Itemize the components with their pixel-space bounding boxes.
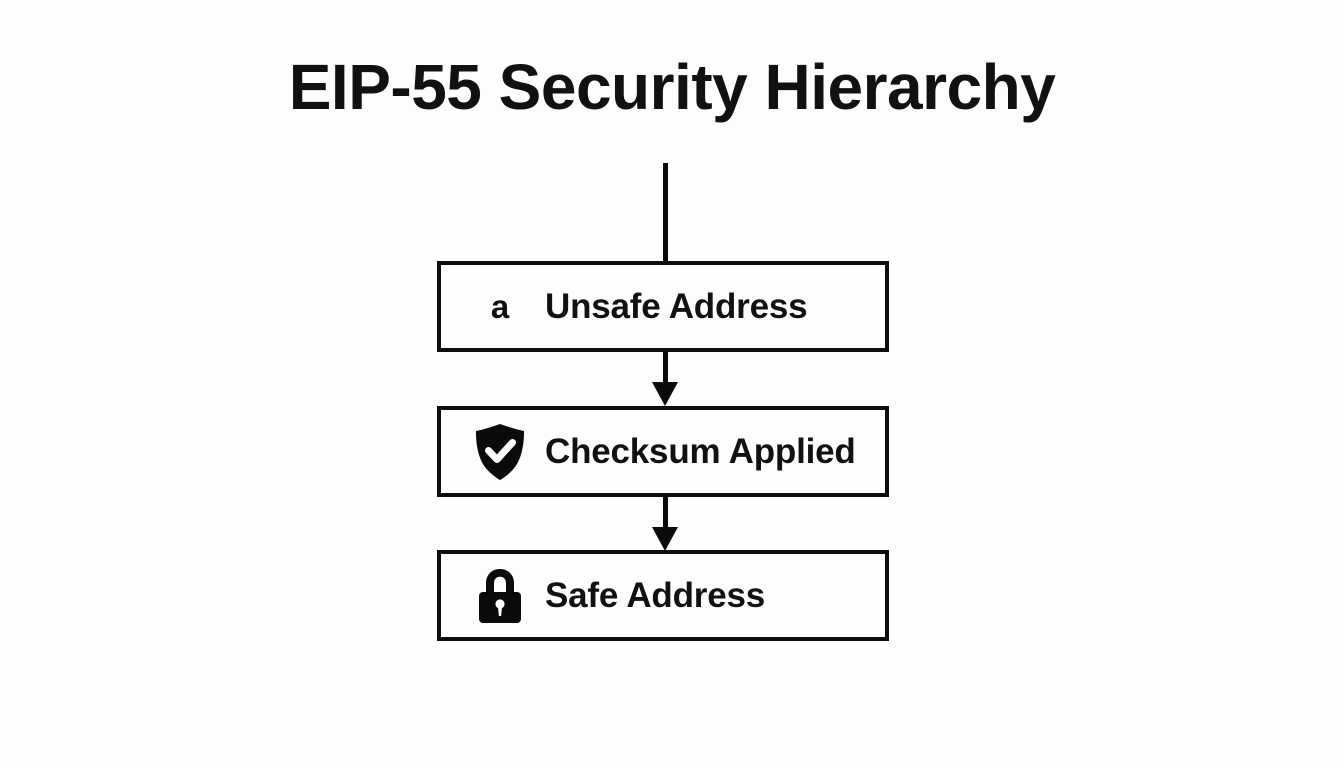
node-checksum-applied[interactable]: Checksum Applied [437,406,889,497]
node-label-safe-address: Safe Address [545,575,766,615]
lock-closed-icon [469,567,531,625]
arrow-shaft [663,352,668,386]
arrow-head-down-icon [652,527,678,551]
connector-title-to-unsafe-address [663,163,668,262]
arrow-unsafe-address-to-checksum-applied [648,352,684,408]
arrow-shaft [663,497,668,531]
node-label-unsafe-address: Unsafe Address [545,286,808,326]
letter-a-icon-glyph: a [490,288,510,325]
node-safe-address[interactable]: Safe Address [437,550,889,641]
node-unsafe-address[interactable]: a Unsafe Address [437,261,889,352]
shield-check-icon [469,423,531,481]
arrow-checksum-applied-to-safe-address [648,497,684,553]
letter-a-icon: a [469,290,531,323]
arrow-head-down-icon [652,382,678,406]
node-label-checksum-applied: Checksum Applied [545,431,856,471]
page-title: EIP-55 Security Hierarchy [288,51,1056,123]
